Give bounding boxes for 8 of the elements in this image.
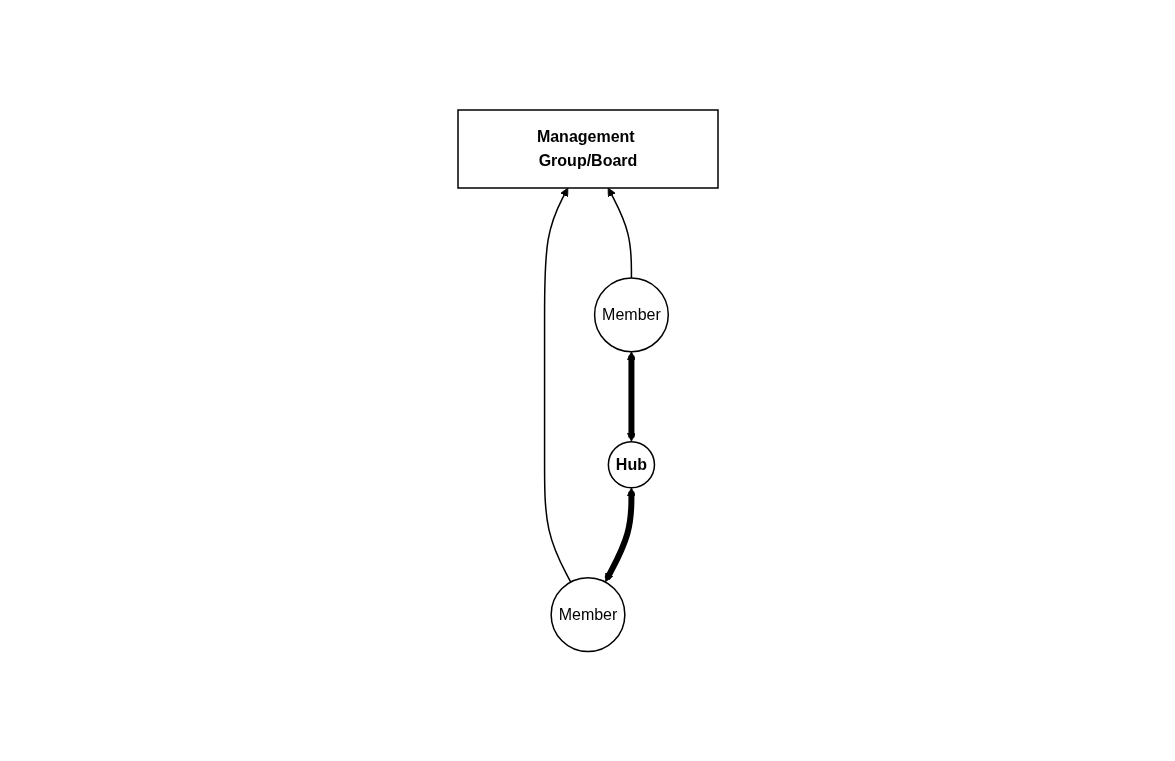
node-box: Management Group/Board — [456, 109, 719, 189]
arrow — [607, 187, 632, 279]
arrow — [543, 187, 571, 583]
node-circle: Hub — [607, 440, 655, 489]
node-circle: Member — [593, 277, 669, 353]
arrow — [604, 487, 636, 582]
node-circle: Member — [549, 576, 626, 652]
arrow — [626, 351, 636, 442]
